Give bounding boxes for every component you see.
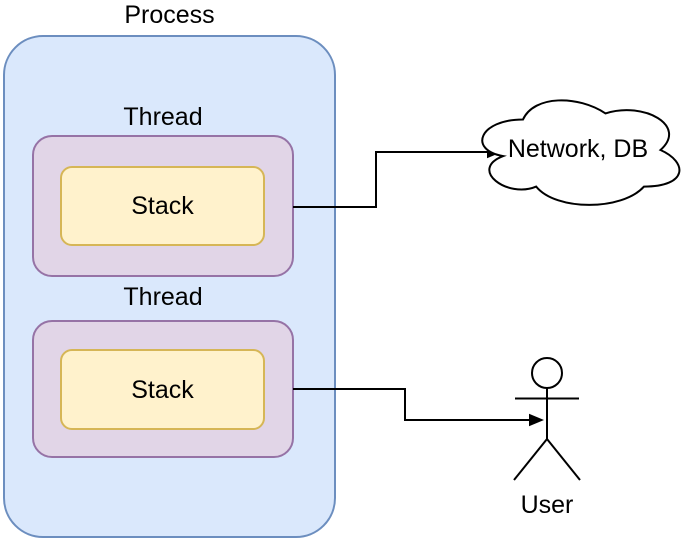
actor-left-leg — [513, 438, 548, 481]
stack1-box: Stack — [60, 166, 265, 246]
process-label: Process — [124, 1, 215, 29]
user-label: User — [520, 491, 574, 519]
actor-icon — [513, 357, 581, 481]
stack2-box: Stack — [60, 349, 265, 430]
cloud-label: Network, DB — [507, 135, 649, 163]
thread2-label: Thread — [123, 283, 203, 311]
arrow-thread2-head-icon — [529, 413, 544, 427]
thread1-label: Thread — [123, 103, 203, 131]
stack1-label: Stack — [131, 192, 194, 220]
stack2-label: Stack — [131, 375, 194, 404]
actor-right-leg — [546, 438, 581, 481]
actor-head — [531, 357, 563, 389]
